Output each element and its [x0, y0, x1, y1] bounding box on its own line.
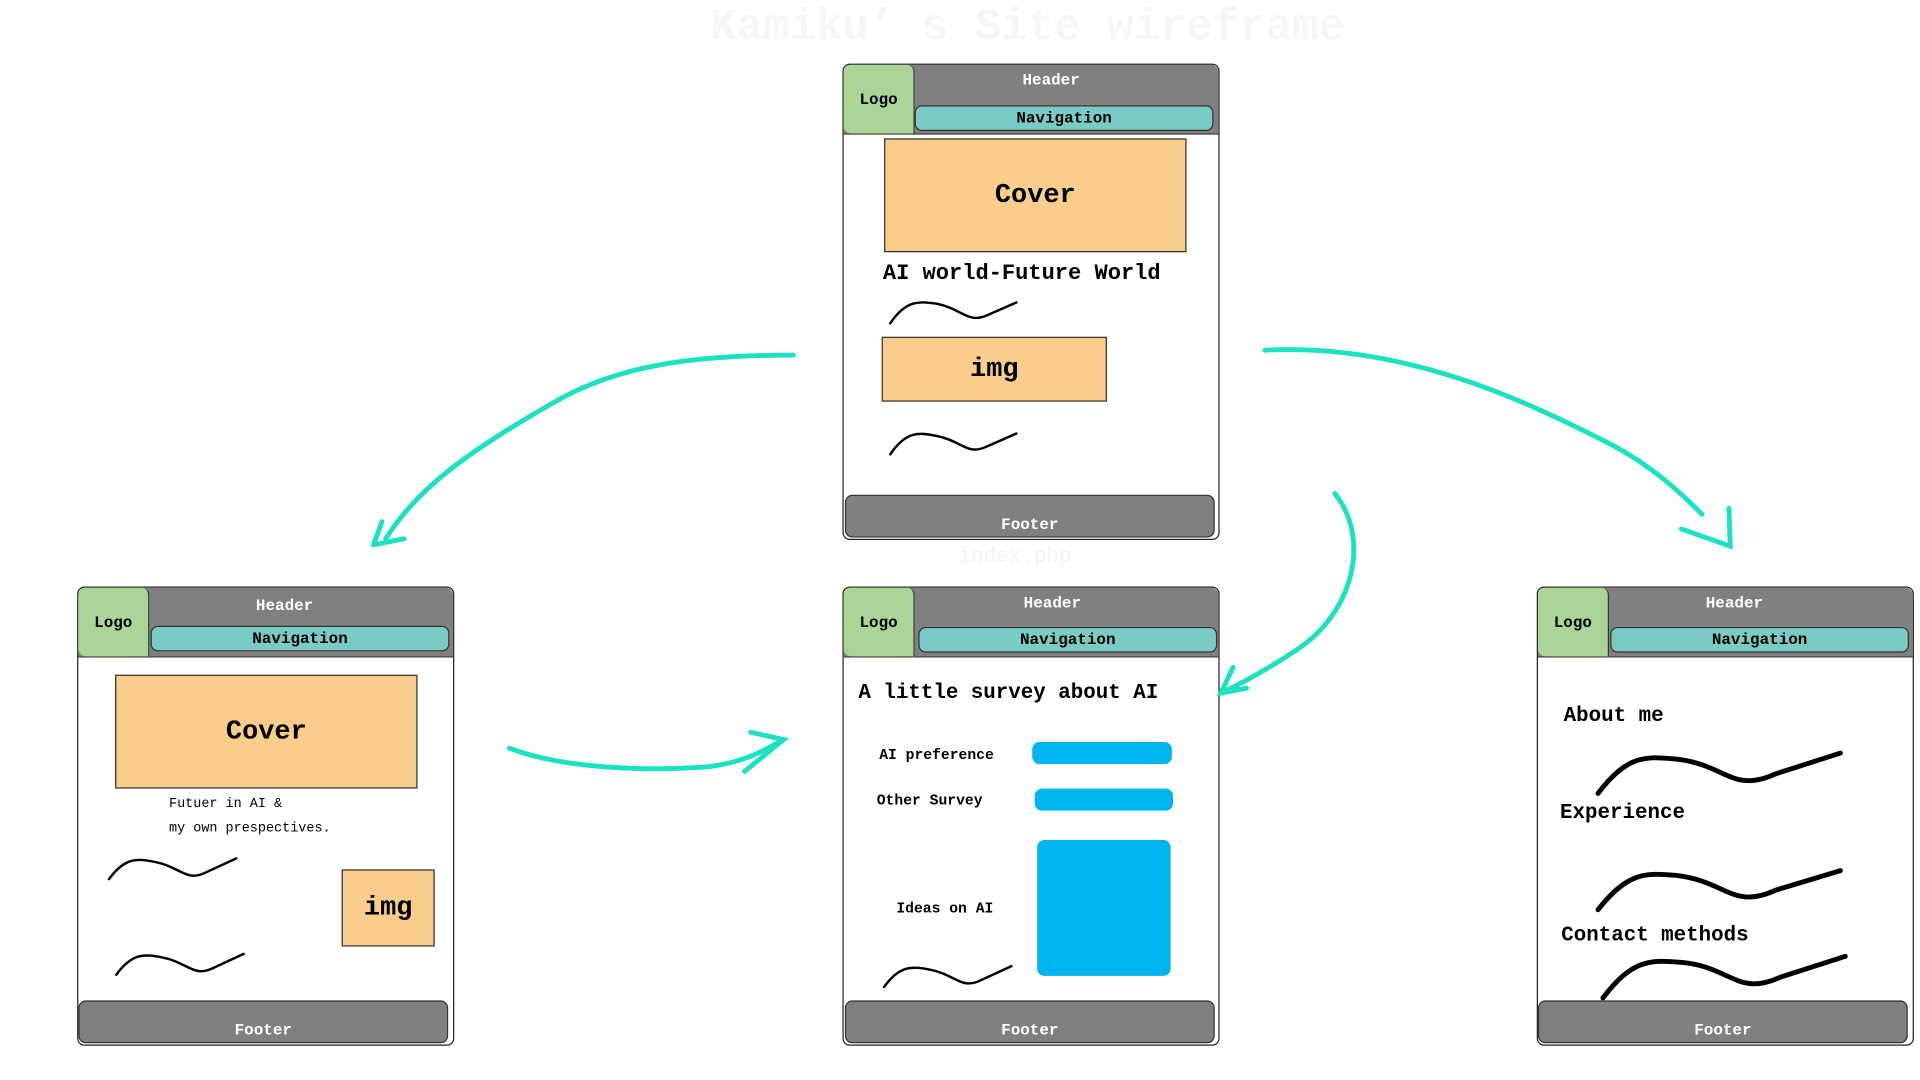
survey-heading: A little survey about AI — [858, 682, 1159, 706]
cover-box: Cover — [884, 138, 1187, 253]
intro-text-line2: my own prespectives. — [168, 821, 331, 837]
img-box: img — [881, 336, 1107, 402]
other-survey-input[interactable] — [1034, 788, 1174, 811]
footer: Footer — [1537, 1000, 1908, 1044]
ai-preference-input[interactable] — [1032, 742, 1172, 765]
logo: Logo — [843, 64, 915, 134]
header-label: Header — [1705, 593, 1764, 613]
index-heading: AI world-Future World — [882, 262, 1161, 287]
footer: Footer — [844, 494, 1215, 538]
survey-page-frame: Header Logo Navigation A little survey a… — [842, 586, 1220, 1046]
logo: Logo — [843, 587, 915, 657]
section-heading: About me — [1563, 705, 1664, 729]
header-label: Header — [255, 596, 314, 615]
ideas-textarea[interactable] — [1037, 840, 1171, 976]
intro-text-line1: Futuer in AI & — [168, 797, 283, 812]
diagram-title: Kamiku’ s Site wireframe — [710, 2, 1346, 53]
footer: Footer — [78, 1000, 449, 1044]
field-label: Ideas on AI — [896, 900, 994, 918]
navigation: Navigation — [1610, 626, 1909, 653]
about-page-frame: Header Logo Navigation About me Experien… — [1536, 586, 1914, 1046]
footer: Footer — [844, 1000, 1215, 1044]
navigation: Navigation — [914, 105, 1214, 132]
navigation: Navigation — [918, 626, 1218, 653]
header-label: Header — [1023, 593, 1082, 613]
index-page-frame: Header Logo Navigation Cover AI world-Fu… — [842, 63, 1220, 541]
flow-arrow-home-to-survey — [506, 729, 790, 774]
flow-arrow-to-home — [371, 352, 796, 548]
home-page-frame: Header Logo Navigation Cover Futuer in A… — [77, 586, 455, 1046]
flow-arrow-to-about — [1262, 347, 1733, 550]
section-heading: Contact methods — [1561, 924, 1749, 948]
logo: Logo — [78, 587, 150, 657]
field-label: AI preference — [879, 746, 994, 765]
index-label: index.php — [958, 546, 1072, 570]
cover-box: Cover — [115, 674, 418, 789]
field-label: Other Survey — [876, 792, 983, 810]
header-label: Header — [1022, 71, 1080, 90]
flow-arrow-to-survey — [1216, 491, 1357, 697]
navigation: Navigation — [150, 625, 450, 652]
section-heading: Experience — [1560, 802, 1685, 826]
logo: Logo — [1537, 587, 1609, 657]
img-box: img — [341, 869, 435, 947]
